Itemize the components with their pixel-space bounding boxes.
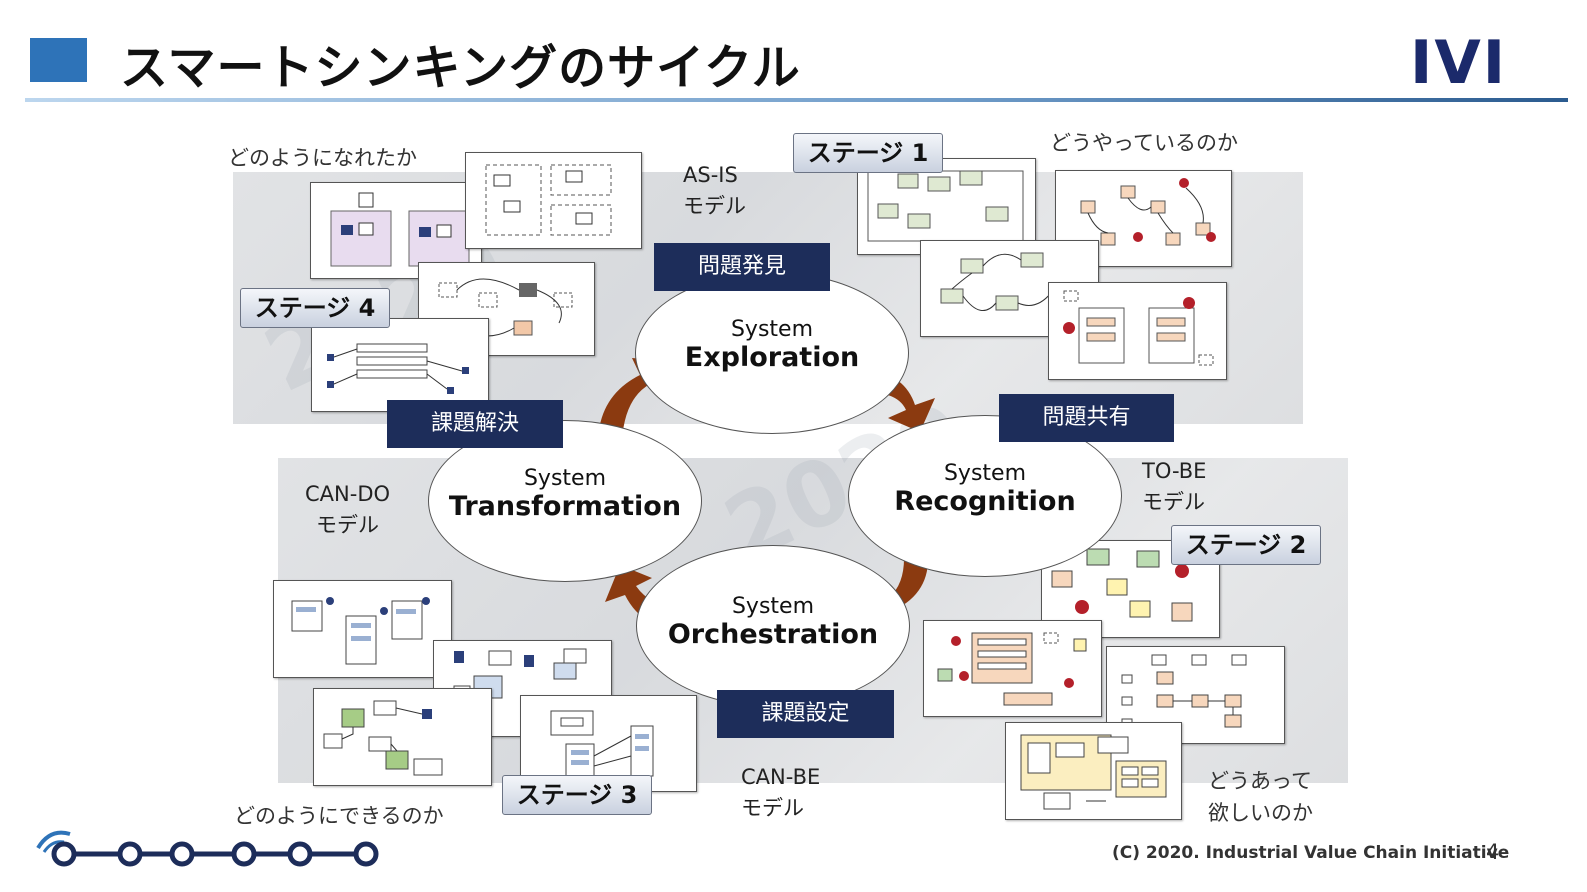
ellipse-name: Exploration xyxy=(684,342,860,373)
diagram-thumbnail xyxy=(857,158,1036,255)
label-how-became: どのようになれたか xyxy=(228,146,417,170)
diagram-thumbnail xyxy=(465,152,642,249)
thumbnail-svg xyxy=(1020,734,1167,810)
stage-3-label: ステージ 3 xyxy=(502,775,652,815)
diagram-thumbnail xyxy=(1005,722,1182,820)
thumbnail-svg xyxy=(485,164,612,236)
model-suffix: モデル xyxy=(741,796,804,820)
model-can-do: CAN-DO モデル xyxy=(305,479,390,541)
model-suffix: モデル xyxy=(683,194,746,218)
thumbnail-svg xyxy=(1063,290,1214,366)
phase-issue-setting: 課題設定 xyxy=(717,690,894,738)
ellipse-name: Transformation xyxy=(448,491,682,522)
label-line: どうあって xyxy=(1208,769,1312,793)
chain-logo-icon xyxy=(36,830,379,867)
ellipse-system-recognition: System Recognition xyxy=(848,415,1122,577)
ellipse-name: Orchestration xyxy=(667,619,879,650)
model-to-be: TO-BE モデル xyxy=(1142,456,1206,518)
phase-problem-discovery: 問題発見 xyxy=(654,243,830,291)
thumbnail-svg xyxy=(291,597,430,665)
ellipse-system-orchestration: System Orchestration xyxy=(636,545,910,707)
thumbnail-svg xyxy=(867,170,1024,242)
ellipse-name: Recognition xyxy=(894,486,1076,517)
ellipse-prefix: System xyxy=(943,461,1027,486)
ellipse-prefix: System xyxy=(523,466,607,491)
model-as-is: AS-IS モデル xyxy=(683,160,746,222)
model-name: CAN-DO xyxy=(305,482,391,506)
page-number: 4 xyxy=(1486,840,1500,864)
page-title: スマートシンキングのサイクル xyxy=(120,40,801,96)
ivi-logo: IVI xyxy=(1410,28,1508,98)
label-how-should-be: どうあって 欲しいのか xyxy=(1208,765,1313,829)
label-line: 欲しいのか xyxy=(1208,801,1313,825)
model-suffix: モデル xyxy=(316,513,379,537)
thumbnail-svg xyxy=(327,343,469,394)
phase-problem-sharing: 問題共有 xyxy=(999,394,1174,442)
thumbnail-svg xyxy=(330,192,470,267)
diagram-thumbnail xyxy=(923,620,1102,717)
model-name: AS-IS xyxy=(683,163,738,187)
thumbnail-svg xyxy=(937,632,1087,706)
phase-issue-solving: 課題解決 xyxy=(387,400,563,448)
diagram-thumbnail xyxy=(311,318,489,412)
label-how-can: どのようにできるのか xyxy=(234,804,444,828)
model-name: CAN-BE xyxy=(741,765,821,789)
diagram-thumbnail xyxy=(1048,282,1227,380)
ellipse-prefix: System xyxy=(730,317,814,342)
thumbnail-svg xyxy=(1080,178,1216,246)
title-underline xyxy=(25,98,1568,102)
label-how-doing: どうやっているのか xyxy=(1050,131,1238,155)
ellipse-system-exploration: System Exploration xyxy=(635,272,909,434)
thumbnail-svg xyxy=(550,710,654,781)
stage-2-label: ステージ 2 xyxy=(1171,525,1321,565)
stage-1-label: ステージ 1 xyxy=(793,133,943,173)
copyright-text: (C) 2020. Industrial Value Chain Initiat… xyxy=(1112,843,1510,863)
diagram-thumbnail xyxy=(313,688,492,786)
model-can-be: CAN-BE モデル xyxy=(741,762,820,824)
model-suffix: モデル xyxy=(1142,490,1205,514)
thumbnail-svg xyxy=(1051,548,1193,622)
stage-4-label: ステージ 4 xyxy=(240,288,390,328)
diagram-thumbnail xyxy=(273,580,452,678)
thumbnail-svg xyxy=(1121,654,1247,728)
title-accent-square xyxy=(30,38,87,82)
thumbnail-svg xyxy=(323,700,443,776)
ellipse-prefix: System xyxy=(731,594,815,619)
model-name: TO-BE xyxy=(1142,459,1207,483)
